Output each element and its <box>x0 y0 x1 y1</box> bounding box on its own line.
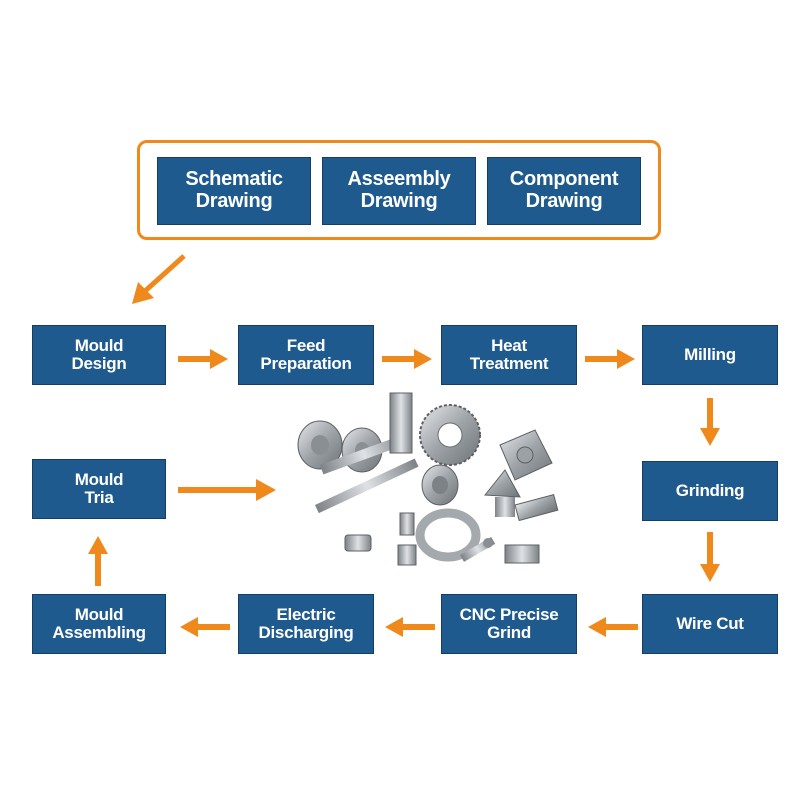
feed-preparation-line1: Feed <box>286 335 326 355</box>
arrow-left-icon <box>385 617 435 637</box>
mould-design-line1: Mould <box>74 335 124 355</box>
mould-design-box: Mould Design <box>32 325 166 385</box>
arrow-up-icon <box>88 536 108 586</box>
arrow-down-icon <box>700 532 720 582</box>
mould-tria-line1: Mould <box>74 469 124 489</box>
component-drawing-line2: Drawing <box>525 190 603 212</box>
arrow-right-icon <box>585 349 635 369</box>
feed-preparation-box: Feed Preparation <box>238 325 374 385</box>
mould-assembling-line2: Assembling <box>52 623 146 642</box>
mould-tria-line2: Tria <box>84 488 114 507</box>
schematic-drawing-box: Schematic Drawing <box>157 157 311 225</box>
cnc-precise-grind-line2: Grind <box>487 623 531 642</box>
arrow-left-icon <box>588 617 638 637</box>
assembly-drawing-line1: Asseembly <box>347 168 451 191</box>
grinding-box: Grinding <box>642 461 778 521</box>
electric-discharging-line1: Electric <box>276 604 336 624</box>
heat-treatment-line1: Heat <box>491 335 527 355</box>
machined-parts-image <box>297 392 559 566</box>
milling-box: Milling <box>642 325 778 385</box>
grinding-line1: Grinding <box>675 480 745 500</box>
cnc-precise-grind-box: CNC Precise Grind <box>441 594 577 654</box>
wire-cut-box: Wire Cut <box>642 594 778 654</box>
assembly-drawing-box: Asseembly Drawing <box>322 157 476 225</box>
milling-line1: Milling <box>684 344 736 364</box>
component-drawing-line1: Component <box>509 168 619 191</box>
heat-treatment-box: Heat Treatment <box>441 325 577 385</box>
feed-preparation-line2: Preparation <box>260 354 352 373</box>
electric-discharging-line2: Discharging <box>258 623 354 642</box>
arrow-right-icon <box>178 349 228 369</box>
arrow-down-icon <box>700 398 720 446</box>
wire-cut-line1: Wire Cut <box>676 613 744 633</box>
schematic-drawing-line1: Schematic <box>185 168 283 191</box>
arrow-left-icon <box>180 617 230 637</box>
drawings-group-frame <box>137 140 661 240</box>
mould-design-line2: Design <box>71 354 127 373</box>
mould-tria-box: Mould Tria <box>32 459 166 519</box>
heat-treatment-line2: Treatment <box>469 354 549 373</box>
electric-discharging-box: Electric Discharging <box>238 594 374 654</box>
mould-assembling-line1: Mould <box>74 604 124 624</box>
arrow-right-long-icon <box>178 479 276 501</box>
component-drawing-box: Component Drawing <box>487 157 641 225</box>
cnc-precise-grind-line1: CNC Precise <box>459 604 559 624</box>
assembly-drawing-line2: Drawing <box>360 190 438 212</box>
arrow-drawings-to-mould-design-icon <box>132 254 186 304</box>
schematic-drawing-line2: Drawing <box>195 190 273 212</box>
mould-assembling-box: Mould Assembling <box>32 594 166 654</box>
arrow-right-icon <box>382 349 432 369</box>
